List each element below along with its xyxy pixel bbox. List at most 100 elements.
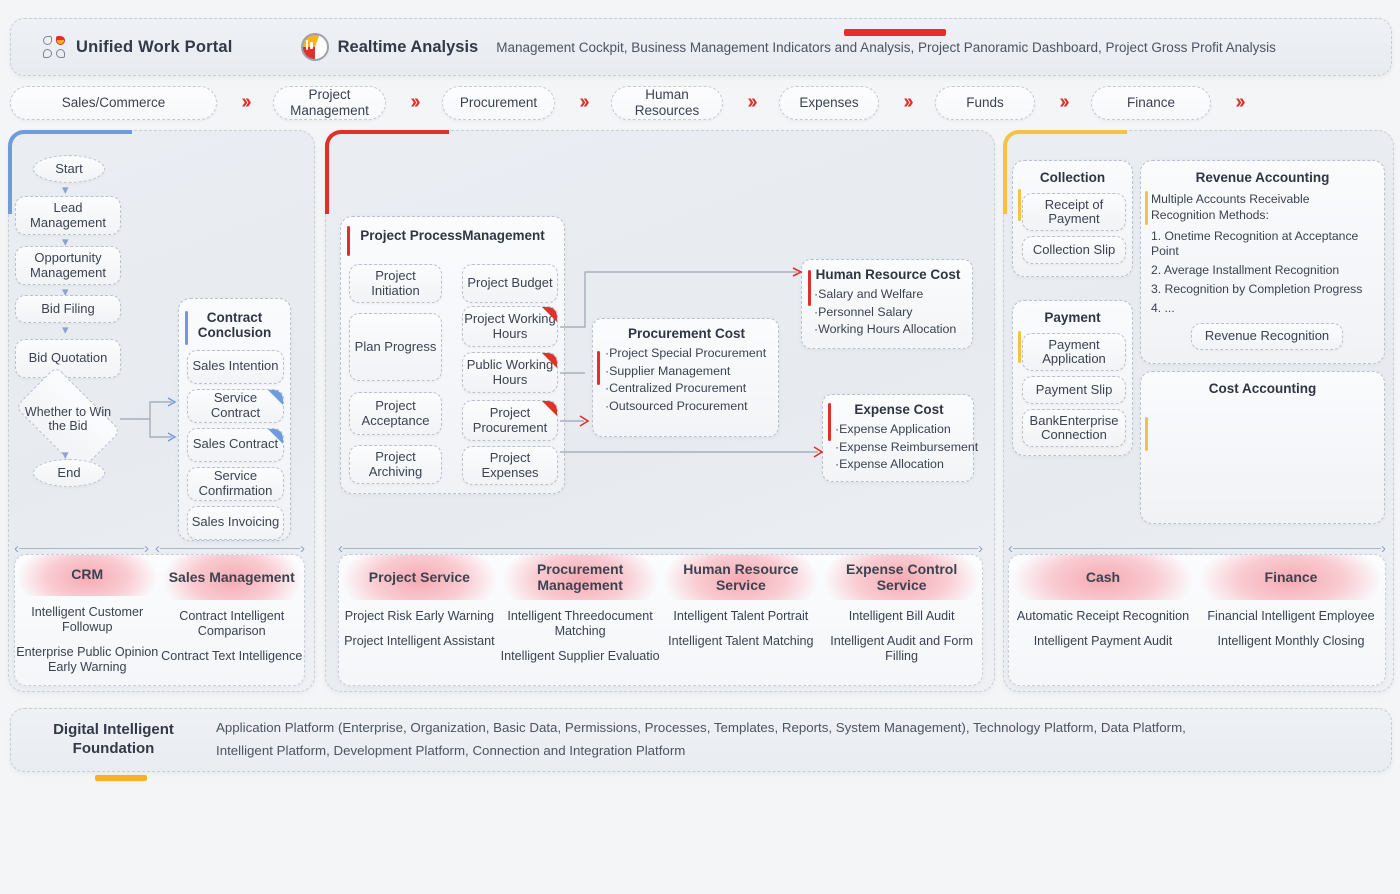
list-item: ·Salary and Welfare xyxy=(814,287,924,301)
list-item: ·Outsourced Procurement xyxy=(605,398,748,413)
flow-node-bid-filing[interactable]: Bid Filing xyxy=(15,295,121,323)
service-item[interactable]: Intelligent Audit and Form Filling xyxy=(830,634,974,664)
project-item-archiving[interactable]: Project Archiving xyxy=(349,445,442,484)
foundation-line-2: Intelligent Platform, Development Platfo… xyxy=(216,743,686,758)
flag-corner-icon xyxy=(542,353,557,368)
collection-item-receipt-of-payment[interactable]: Receipt of Payment xyxy=(1022,193,1126,232)
service-item[interactable]: Project Risk Early Warning xyxy=(344,609,495,623)
service-title-sales-management: Sales Management xyxy=(159,555,304,600)
project-item-expenses[interactable]: Project Expenses xyxy=(462,446,558,485)
list-item: ·Expense Allocation xyxy=(835,457,944,472)
flow-node-lead-management[interactable]: Lead Management xyxy=(15,196,121,235)
chain-step-funds[interactable]: Funds xyxy=(935,85,1035,120)
chevron-right-icon-7: ›› xyxy=(1235,91,1245,113)
service-item[interactable]: Intelligent Monthly Closing xyxy=(1217,634,1365,649)
service-item[interactable]: Intelligent Supplier Evaluatio xyxy=(500,649,660,664)
service-item[interactable]: Contract Text Intelligence xyxy=(161,649,303,664)
service-items-project-service: Project Risk Early Warning Project Intel… xyxy=(344,600,495,659)
service-items-human-resource-service: Intelligent Talent Portrait Intelligent … xyxy=(668,600,813,659)
payment-item-slip[interactable]: Payment Slip xyxy=(1022,376,1126,405)
foundation-line-1: Application Platform (Enterprise, Organi… xyxy=(216,720,1186,736)
range-arrow-sales-management: ‹› xyxy=(155,539,305,557)
service-title-finance: Finance xyxy=(1197,555,1385,600)
foundation-yellow-marker xyxy=(95,775,147,781)
contract-item-sales-intention[interactable]: Sales Intention xyxy=(187,349,284,384)
flow-arrow-2: ▾ xyxy=(62,234,69,249)
service-col-cash: Cash Automatic Receipt Recognition Intel… xyxy=(1009,555,1197,685)
flow-arrow-4: ▾ xyxy=(62,322,69,337)
brand-title: Unified Work Portal xyxy=(76,37,233,56)
service-items-finance: Financial Intelligent Employee Intellige… xyxy=(1207,600,1374,659)
project-item-budget[interactable]: Project Budget xyxy=(462,264,558,303)
service-item[interactable]: Contract Intelligent Comparison xyxy=(179,609,285,639)
service-item[interactable]: Enterprise Public Opinion Early Warning xyxy=(16,644,159,674)
service-item[interactable]: Intelligent Talent Matching xyxy=(668,634,814,649)
list-item: ·Expense Reimbursement xyxy=(835,439,979,454)
service-item[interactable]: Intelligent Customer Followup xyxy=(31,604,144,634)
contract-group-bar xyxy=(185,311,188,345)
contract-item-sales-contract[interactable]: Sales Contract xyxy=(187,427,284,462)
chain-step-procurement[interactable]: Procurement xyxy=(442,85,555,120)
arrow-right-icon: › xyxy=(144,539,149,557)
chevron-right-icon-4: ›› xyxy=(747,91,757,113)
arrow-left-icon: ‹ xyxy=(14,539,19,557)
flow-node-end[interactable]: End xyxy=(33,459,105,487)
procurement-cost-bar xyxy=(597,351,600,385)
service-item[interactable]: Intelligent Talent Portrait xyxy=(673,609,809,623)
project-item-initiation[interactable]: Project Initiation xyxy=(349,264,442,303)
collection-group: Collection Receipt of Payment Collection… xyxy=(1012,160,1133,277)
realtime-analysis-block[interactable]: Realtime Analysis xyxy=(300,33,478,61)
contract-item-sales-invoicing[interactable]: Sales Invoicing xyxy=(187,505,284,540)
expense-cost-title: Expense Cost xyxy=(854,402,944,417)
collection-bar xyxy=(1018,189,1021,221)
flow-arrow-1: ▾ xyxy=(62,182,69,197)
header-red-marker xyxy=(844,29,946,36)
service-col-human-resource-service: Human Resource Service Intelligent Talen… xyxy=(660,555,822,685)
flow-node-opportunity-management[interactable]: Opportunity Management xyxy=(15,246,121,285)
payment-item-bank-enterprise-connection[interactable]: BankEnterprise Connection xyxy=(1022,409,1126,448)
flow-node-whether-win-bid[interactable]: Whether to Win the Bid xyxy=(14,365,122,473)
flag-corner-icon xyxy=(542,307,557,322)
service-col-project-service: Project Service Project Risk Early Warni… xyxy=(339,555,500,685)
service-item[interactable]: Intelligent Payment Audit xyxy=(1033,634,1173,649)
dashboard-page: Unified Work Portal Realtime Analysis Ma… xyxy=(8,18,1394,781)
chain-step-project-management[interactable]: Project Management xyxy=(273,85,386,120)
service-title-expense-control-service: Expense Control Service xyxy=(821,555,982,600)
range-arrow-crm: ‹› xyxy=(14,539,149,557)
procurement-cost-card: Procurement Cost ·Project Special Procur… xyxy=(592,318,779,437)
expense-cost-bar xyxy=(828,403,831,441)
contract-item-service-confirmation[interactable]: Service Confirmation xyxy=(187,466,284,501)
human-resource-cost-bar xyxy=(808,270,811,306)
service-item[interactable]: Intelligent Threedocument Matching xyxy=(507,609,653,639)
flow-node-start[interactable]: Start xyxy=(33,155,105,183)
arrow-left-icon: ‹ xyxy=(155,539,160,557)
service-col-procurement-management: Procurement Management Intelligent Three… xyxy=(499,555,661,685)
chain-step-finance[interactable]: Finance xyxy=(1091,85,1211,120)
payment-item-application[interactable]: Payment Application xyxy=(1022,333,1126,372)
contract-item-service-contract-label: Service Contract xyxy=(210,389,261,420)
cost-accounting-bar xyxy=(1145,417,1148,451)
project-item-working-hours[interactable]: Project Working Hours xyxy=(462,306,558,347)
contract-item-service-contract[interactable]: Service Contract xyxy=(187,388,284,423)
revenue-recognition-button[interactable]: Revenue Recognition xyxy=(1191,322,1343,350)
flow-node-bid-quotation[interactable]: Bid Quotation xyxy=(15,339,121,378)
revenue-intro: Multiple Accounts Receivable Recognition… xyxy=(1151,192,1310,222)
service-item[interactable]: Intelligent Bill Audit xyxy=(848,609,955,623)
service-col-sales-management: Sales Management Contract Intelligent Co… xyxy=(159,555,304,685)
list-item: ·Centralized Procurement xyxy=(605,381,747,396)
collection-item-collection-slip[interactable]: Collection Slip xyxy=(1022,236,1126,265)
service-item[interactable]: Project Intelligent Assistant xyxy=(344,634,495,649)
project-item-public-working-hours[interactable]: Public Working Hours xyxy=(462,352,558,393)
contract-conclusion-group: Contract Conclusion Sales Intention Serv… xyxy=(178,298,291,541)
project-item-acceptance[interactable]: Project Acceptance xyxy=(349,392,442,435)
project-item-procurement[interactable]: Project Procurement xyxy=(462,400,558,441)
chain-step-sales[interactable]: Sales/Commerce xyxy=(10,85,217,120)
list-item: ·Project Special Procurement xyxy=(605,346,767,360)
chain-step-human-resources[interactable]: Human Resources xyxy=(611,85,723,120)
service-title-procurement-management: Procurement Management xyxy=(499,555,661,600)
chain-step-expenses[interactable]: Expenses xyxy=(779,85,879,120)
service-item[interactable]: Automatic Receipt Recognition xyxy=(1016,609,1190,623)
service-item[interactable]: Financial Intelligent Employee xyxy=(1207,609,1375,623)
project-item-plan-progress[interactable]: Plan Progress xyxy=(349,313,442,381)
brand: Unified Work Portal xyxy=(43,36,233,58)
